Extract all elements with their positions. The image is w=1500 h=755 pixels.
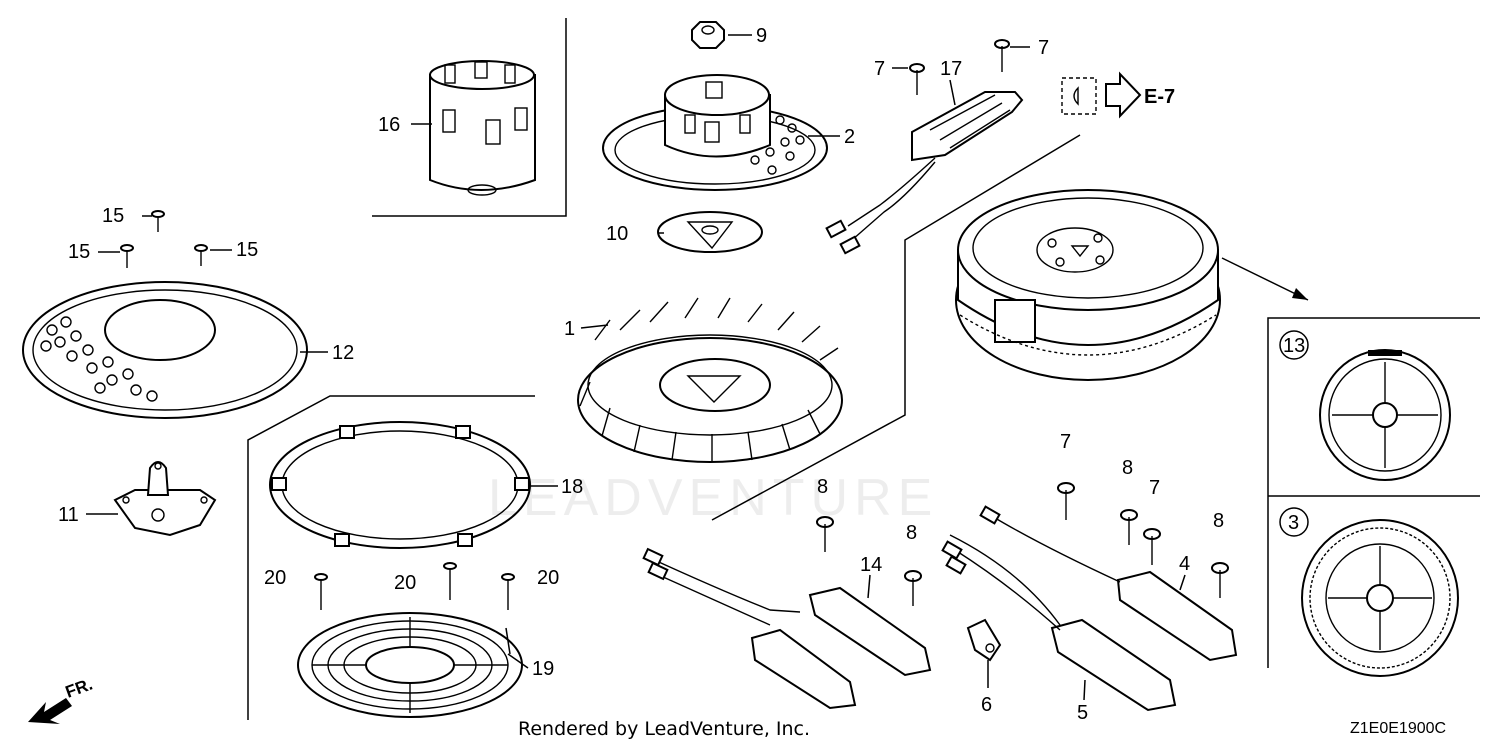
part-3-inset	[1301, 519, 1459, 677]
callout-15a: 15	[102, 205, 124, 227]
callout-18: 18	[561, 476, 583, 498]
part-11-bracket	[113, 461, 217, 537]
callout-16: 16	[378, 114, 400, 136]
callout-labels: 16 9 2 15 15 15 12 11 10 1 18 20 20 20 1…	[58, 25, 1224, 724]
part-12-plate	[22, 281, 308, 419]
part-16-sleeve	[429, 60, 536, 196]
section-lines	[247, 18, 1480, 720]
part-20-screws	[314, 562, 515, 610]
watermark: LEADVENTURE	[488, 469, 939, 527]
callout-3: 3	[1288, 512, 1299, 534]
part-10-plate	[657, 211, 763, 253]
front-label: FR.	[63, 675, 95, 702]
inset-labels: 13 3	[1279, 330, 1309, 537]
part-14-coils	[642, 547, 932, 710]
diagram-code: Z1E0E1900C	[1350, 720, 1447, 737]
callout-19: 19	[532, 658, 554, 680]
part-19-grille	[297, 612, 523, 718]
callout-7a: 7	[874, 58, 885, 80]
part-18-ring	[269, 421, 531, 549]
part-17-coil	[825, 91, 1024, 255]
callout-7c: 7	[1060, 431, 1071, 453]
part-6-clip	[966, 618, 1002, 662]
callout-15b: 15	[68, 241, 90, 263]
part-1-fan	[577, 297, 843, 463]
flywheel	[955, 189, 1221, 381]
callout-4: 4	[1179, 553, 1190, 575]
lower-bolts	[816, 482, 1229, 606]
callout-20b: 20	[394, 572, 416, 594]
e7-reference	[1061, 71, 1142, 119]
callout-20a: 20	[264, 567, 286, 589]
callout-10: 10	[606, 223, 628, 245]
part-7-bolts-upper	[909, 39, 1010, 95]
render-credit: Rendered by LeadVenture, Inc.	[518, 718, 811, 740]
part-15-screws	[120, 210, 208, 268]
callout-8b: 8	[1213, 510, 1224, 532]
part-9-nut	[691, 21, 725, 49]
callout-1: 1	[564, 318, 575, 340]
callout-6: 6	[981, 694, 992, 716]
callout-20c: 20	[537, 567, 559, 589]
part-13-inset	[1319, 349, 1451, 481]
callout-5: 5	[1077, 702, 1088, 724]
callout-8c: 8	[817, 476, 828, 498]
callout-2: 2	[844, 126, 855, 148]
callout-17: 17	[940, 58, 962, 80]
front-direction-arrow: FR.	[28, 675, 95, 724]
callout-8a: 8	[1122, 457, 1133, 479]
part-2-cover	[602, 74, 828, 191]
callout-13: 13	[1283, 335, 1305, 357]
callout-7d: 7	[1149, 477, 1160, 499]
e7-label: E-7	[1144, 86, 1175, 108]
callout-15c: 15	[236, 239, 258, 261]
callout-12: 12	[332, 342, 354, 364]
callout-9: 9	[756, 25, 767, 47]
part-4-5-coils	[941, 505, 1238, 712]
callout-11: 11	[58, 504, 79, 526]
callout-14: 14	[860, 554, 882, 576]
leader-lines	[86, 34, 1309, 701]
callout-8d: 8	[906, 522, 917, 544]
callout-7b: 7	[1038, 37, 1049, 59]
